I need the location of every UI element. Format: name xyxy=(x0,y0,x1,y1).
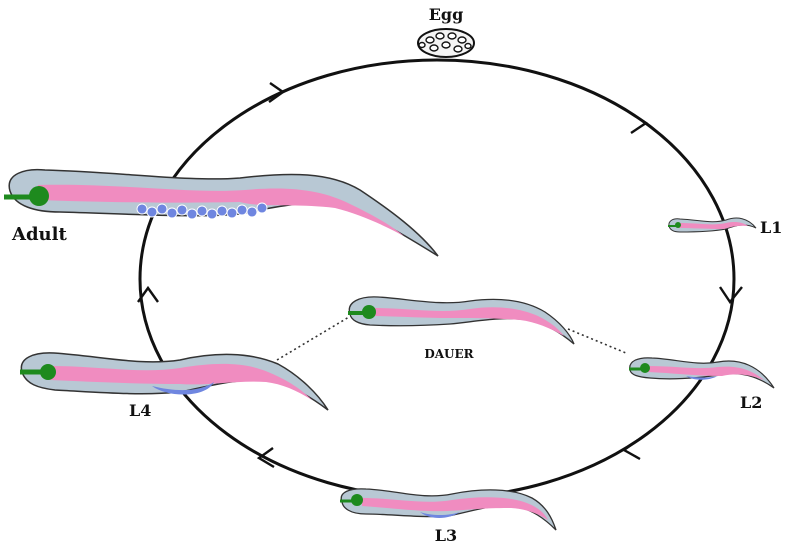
dauer-link-from-l2 xyxy=(567,328,627,354)
arrow-bottom-left xyxy=(256,447,275,469)
dauer-link-to-l4 xyxy=(276,316,350,361)
label-l2: L2 xyxy=(740,393,762,412)
l1-worm xyxy=(668,217,757,233)
l4-worm xyxy=(20,352,329,411)
adult-worm xyxy=(4,168,439,257)
arrow-right xyxy=(719,286,743,305)
l2-worm xyxy=(629,357,775,389)
dauer-worm xyxy=(348,296,575,345)
label-dauer: DAUER xyxy=(424,347,474,361)
arrow-lower-right xyxy=(621,439,641,461)
arrow-left xyxy=(137,285,159,303)
arrow-top-left xyxy=(268,82,286,103)
label-egg: Egg xyxy=(429,5,464,24)
egg-illustration xyxy=(417,28,475,58)
label-l3: L3 xyxy=(435,526,457,545)
label-l1: L1 xyxy=(760,218,782,237)
cycle-arrows xyxy=(137,82,743,469)
label-l4: L4 xyxy=(129,401,151,420)
label-adult: Adult xyxy=(11,224,67,245)
arrow-top-right xyxy=(630,112,649,134)
l3-worm xyxy=(340,488,557,531)
life-cycle-ring xyxy=(138,58,736,500)
